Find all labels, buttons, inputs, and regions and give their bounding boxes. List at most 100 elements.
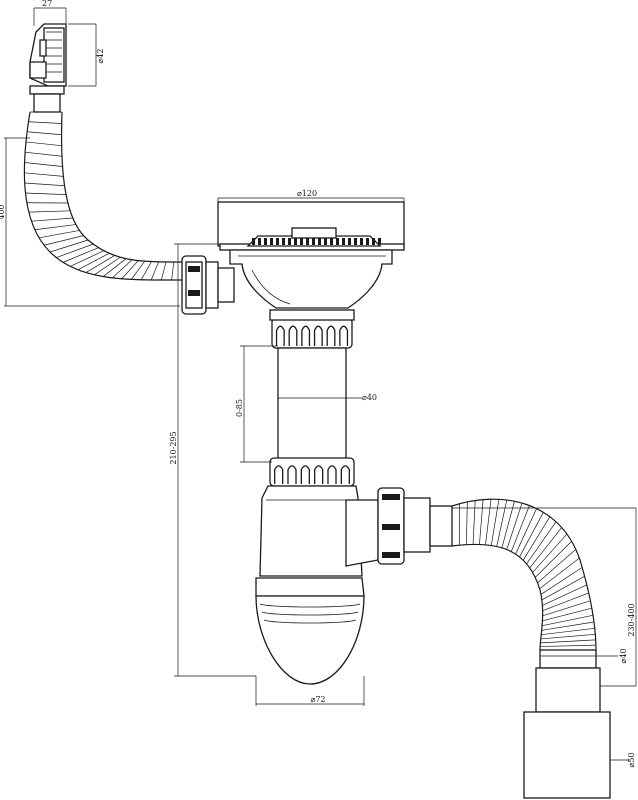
hose-rib (510, 505, 530, 552)
lower-nut (269, 457, 355, 487)
nut-flute (274, 465, 284, 484)
dim-overflow-width: 27 (42, 0, 52, 8)
dim-outlet-diameter-inner: ⌀40 (619, 649, 628, 664)
hose-rib (540, 644, 596, 647)
nut-flute (301, 325, 311, 346)
strainer-slot (312, 238, 315, 245)
hose-rib (539, 557, 580, 590)
strainer-slot (264, 238, 267, 245)
hose-rib (541, 575, 585, 601)
hose-rib (25, 141, 62, 147)
hose-rib (542, 592, 589, 612)
hose-rib (28, 210, 71, 213)
hose-rib (522, 516, 551, 561)
hose-rib (25, 192, 67, 195)
hose-rib (540, 639, 596, 644)
nut-flute (339, 325, 349, 346)
nut-flute (340, 465, 350, 484)
strainer-slot (300, 238, 303, 245)
hose-rib (103, 258, 127, 277)
hose-rib (526, 521, 557, 565)
strainer-slot (306, 238, 309, 245)
hose-rib (70, 250, 104, 267)
dimension-lines (4, 7, 637, 761)
hose-rib (38, 230, 80, 239)
outlet-socket (523, 649, 611, 799)
strainer-slot (324, 238, 327, 245)
hose-rib (171, 261, 175, 281)
dim-total-height: 210-295 (169, 431, 178, 464)
hose-rib (161, 261, 167, 281)
hose-rib (541, 621, 594, 631)
nut-flute (313, 325, 323, 346)
hose-rib (506, 503, 523, 550)
hose-rib (542, 600, 591, 617)
hose-rib (24, 182, 65, 187)
hose-rib (537, 549, 577, 584)
hose-rib (27, 131, 62, 136)
overflow-corrugated-hose (23, 111, 183, 281)
strainer-slot (330, 238, 333, 245)
hose-rib (515, 508, 537, 555)
dim-outlet-hose-length: 230-400 (627, 603, 636, 636)
hose-rib (529, 527, 562, 569)
strainer-slot (276, 238, 279, 245)
hose-rib (150, 261, 159, 281)
dim-riser-adjust: 0-85 (235, 399, 244, 417)
strainer-slot (282, 238, 285, 245)
dim-strainer-diameter: ⌀120 (297, 189, 317, 198)
nut-flute (275, 325, 285, 346)
strainer-slot (348, 238, 351, 245)
strainer-slot (372, 238, 375, 245)
strainer-slot (354, 238, 357, 245)
hose-rib (466, 501, 468, 545)
hose-rib (540, 567, 583, 595)
hose-rib (56, 243, 94, 258)
hose-rib (496, 499, 508, 547)
hose-rib (542, 607, 592, 622)
vertical-tube (277, 347, 347, 461)
dim-overflow-diameter: ⌀42 (96, 49, 105, 64)
hose-rib (472, 500, 476, 545)
nut-flute (326, 325, 336, 346)
strainer-slot (318, 238, 321, 245)
hose-rib (77, 253, 110, 271)
strainer-slot (378, 238, 381, 245)
hose-rib (140, 261, 152, 280)
hose-rib (24, 162, 63, 167)
strainer-slot (270, 238, 273, 245)
hose-rib (24, 172, 64, 177)
dim-outlet-diameter-outer: ⌀50 (627, 753, 636, 768)
outlet-corrugated-hose (451, 498, 597, 651)
hose-rib (541, 627, 595, 636)
hose-rib (121, 260, 139, 280)
strainer-slot (360, 238, 363, 245)
dim-overflow-hose-length: 400 (0, 204, 6, 219)
hose-rib (25, 151, 62, 157)
nut-flute (287, 465, 297, 484)
bottle-trap (255, 485, 379, 685)
hose-rib (532, 533, 568, 573)
overflow-connector (181, 255, 235, 315)
hose-rib (43, 235, 84, 246)
hose-rib (542, 614, 594, 626)
hose-rib (34, 224, 76, 231)
hose-rib (479, 499, 484, 545)
strainer-slot (366, 238, 369, 245)
hose-rib (540, 633, 596, 640)
strainer-slot (288, 238, 291, 245)
strainer-slot (336, 238, 339, 245)
hose-rib (501, 501, 515, 548)
outlet-connector (377, 487, 453, 565)
strainer-slot (258, 238, 261, 245)
nut-flute (300, 465, 310, 484)
hose-rib (519, 512, 544, 558)
hose-rib (485, 499, 492, 545)
hose-rib (112, 259, 133, 279)
strainer-slot (252, 238, 255, 245)
upper-nut (269, 309, 355, 349)
strainer-basket (217, 201, 405, 309)
dim-bottle-diameter: ⌀72 (311, 695, 326, 704)
nut-flute (288, 325, 298, 346)
